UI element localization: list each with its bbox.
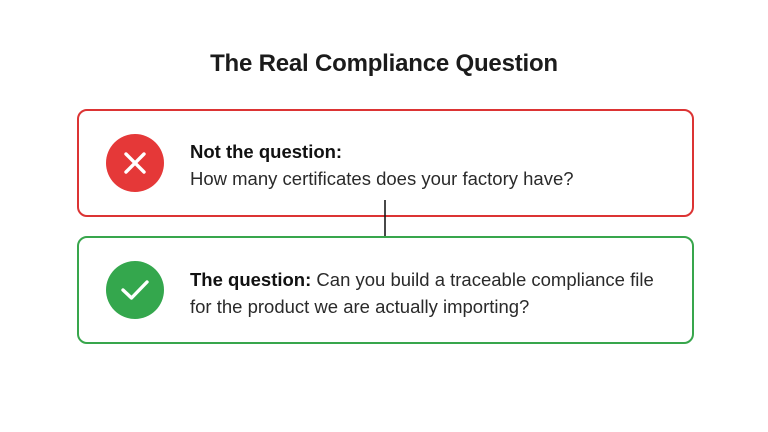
real-question-card: The question: Can you build a traceable … (77, 236, 694, 344)
real-question-lead: The question: (190, 269, 312, 290)
real-question-text: The question: Can you build a traceable … (190, 266, 678, 320)
real-question-body: Can you build a traceable compliance fil… (190, 269, 654, 317)
page-title: The Real Compliance Question (210, 50, 558, 77)
wrong-question-body: How many certificates does your factory … (190, 168, 574, 189)
check-icon (106, 261, 164, 319)
wrong-question-lead: Not the question: (190, 141, 343, 162)
wrong-question-card: Not the question: How many certificates … (77, 109, 694, 217)
wrong-question-text: Not the question: How many certificates … (190, 138, 678, 192)
x-icon (106, 134, 164, 192)
